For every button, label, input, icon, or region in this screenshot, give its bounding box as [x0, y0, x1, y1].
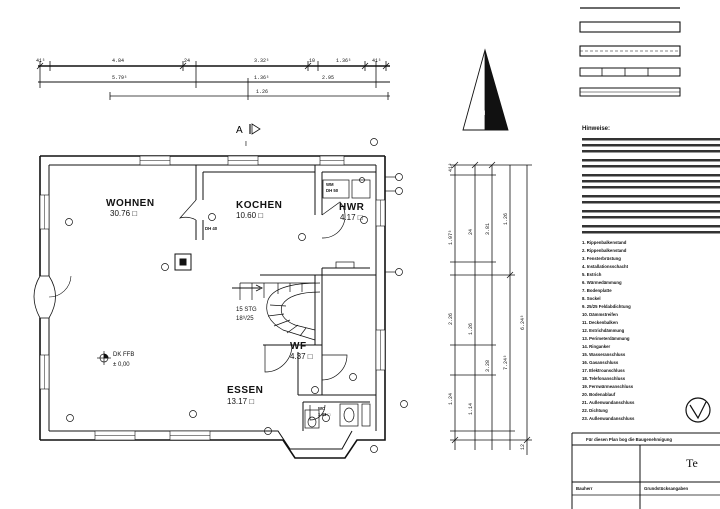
dim-label: 2.95 [322, 75, 334, 81]
section-letter: A [236, 125, 243, 136]
section-sub: I [245, 141, 247, 148]
stair-ratio: 18⁹/25 [236, 315, 254, 322]
dim-label: 10 [309, 58, 315, 64]
dim-label: 3.81 [485, 223, 491, 235]
legend-item: 4. Installationsschacht [582, 264, 629, 269]
dim-label: 1.14 [468, 403, 474, 415]
legend-item: 8. Sockel [582, 296, 601, 301]
footer-note: Für diesen Plan bog die Baugenehmigung [586, 437, 672, 442]
chimney [174, 253, 192, 271]
top-dimension-labels: 41³ 4.84 24 3.32³ 10 1.36³ 41³ 5.79³ 1.3… [36, 58, 381, 95]
door-swings [178, 199, 348, 421]
level-value: ± 0,00 [113, 362, 130, 368]
hwr-fixtures [322, 177, 371, 269]
legend-item: 1. Rippenbalkenstand [582, 240, 627, 245]
legend-item: 20. Bodenablauf [582, 392, 616, 397]
kochen-box-label: DH 40 [205, 226, 218, 231]
dim-label: 1.26 [468, 323, 474, 335]
vertical-dimension-chains [450, 161, 532, 455]
north-label: N [481, 111, 485, 117]
level-symbol [97, 351, 111, 365]
interior-walls [195, 165, 376, 431]
legend-item: 19. Fernwärmeanschluss [582, 384, 634, 389]
legend-item: 23. Außenwandanschluss [582, 416, 635, 421]
title-block [571, 432, 720, 509]
room-area: 4.17 □ [340, 213, 363, 222]
room-name: WF [290, 341, 307, 352]
dim-label: 12 [520, 444, 526, 450]
legend-item: 15. Wasseranschluss [582, 352, 626, 357]
room-name: ESSEN [227, 385, 263, 396]
room-name: HWR [339, 202, 365, 213]
stamp [685, 397, 711, 423]
dim-label: 24 [184, 58, 190, 64]
legend-item: 2. Rippenbalkenstand [582, 248, 627, 253]
patio-door [33, 275, 72, 319]
legend-item: 14. Ringanker [582, 344, 611, 349]
outer-walls [39, 155, 386, 459]
north-arrow: N [462, 48, 509, 131]
room-area: 4.37 □ [290, 352, 313, 361]
legend-item: 3. Fensterbrüstung [582, 256, 621, 261]
legend-item: 9. 25/25 Feldabdichtung [582, 304, 631, 309]
room-name: WOHNEN [106, 198, 155, 209]
legend-item: 18. Telefonanschluss [582, 376, 626, 381]
plot-label: Grundstücksangaben [644, 486, 689, 491]
dim-label: 5.79³ [112, 75, 127, 81]
reference-markers [65, 138, 408, 453]
room-name: KOCHEN [236, 200, 282, 211]
top-dimension-chain [36, 61, 390, 100]
dim-label: 1.24 [448, 393, 454, 405]
dim-label: 41³ [372, 58, 381, 64]
legend-item: 17. Elektroanschluss [582, 368, 625, 373]
dim-label: 3.28 [485, 360, 491, 372]
legend-items: 1. Rippenbalkenstand 2. Rippenbalkenstan… [582, 240, 635, 421]
legend-notes: Hinweise: [582, 126, 720, 234]
vertical-dimension-labels: 41³ 1.97³ 2.26 1.24 24 1.26 1.14 3.81 3.… [448, 163, 526, 450]
owner-label: Bauherr [576, 486, 593, 491]
hwr-box-dims: DH 50 [326, 188, 339, 193]
staircase [232, 282, 321, 341]
wall-type-samples [579, 7, 681, 97]
dim-label: 1.36³ [336, 58, 351, 64]
legend-item: 13. Perimeterdämmung [582, 336, 630, 341]
room-area: 30.76 □ [110, 209, 137, 218]
dim-label: 41³ [448, 163, 454, 172]
legend-item: 21. Außenwandanschluss [582, 400, 635, 405]
dim-label: 24 [468, 229, 474, 235]
title-fragment: Te [686, 456, 698, 470]
legend-item: 22. Dichtung [582, 408, 608, 413]
hwr-box-label: WM [326, 182, 334, 187]
wc-fixtures [304, 403, 371, 429]
dim-label: 7.24³ [503, 355, 509, 370]
legend-heading: Hinweise: [582, 126, 610, 132]
section-mark: A I [236, 123, 261, 148]
legend-item: 16. Gasanschluss [582, 360, 619, 365]
dim-label: 4.84 [112, 58, 124, 64]
legend-item: 11. Deckenbalken [582, 320, 618, 325]
dim-label: 1.26 [256, 89, 268, 95]
dim-label: 2.26 [448, 313, 454, 325]
dim-label: 3.32³ [254, 58, 269, 64]
room-area: 1.83 □ [318, 412, 331, 417]
stair-label: 15 STG [236, 307, 257, 313]
legend-item: 10. Dämmstreifen [582, 312, 618, 317]
title-block-text: Für diesen Plan bog die Baugenehmigung T… [576, 437, 698, 491]
dim-label: 41³ [36, 58, 45, 64]
room-area: 10.60 □ [236, 211, 263, 220]
dim-label: 1.26 [503, 213, 509, 225]
room-area: 13.17 □ [227, 397, 254, 406]
dim-label: 1.97³ [448, 230, 454, 245]
legend-item: 12. Estrichdämmung [582, 328, 625, 333]
room-labels: WOHNEN 30.76 □ KOCHEN 10.60 □ HWR 4.17 □… [106, 182, 365, 417]
legend-item: 7. Bodenplatte [582, 288, 612, 293]
dim-label: 6.24³ [520, 315, 526, 330]
legend-item: 6. Wärmedämmung [582, 280, 622, 285]
room-name: WC [318, 406, 325, 411]
legend-item: 5. Estrich [582, 272, 602, 277]
dim-label: 1.36³ [254, 75, 269, 81]
level-label: DK FFB [113, 352, 134, 358]
